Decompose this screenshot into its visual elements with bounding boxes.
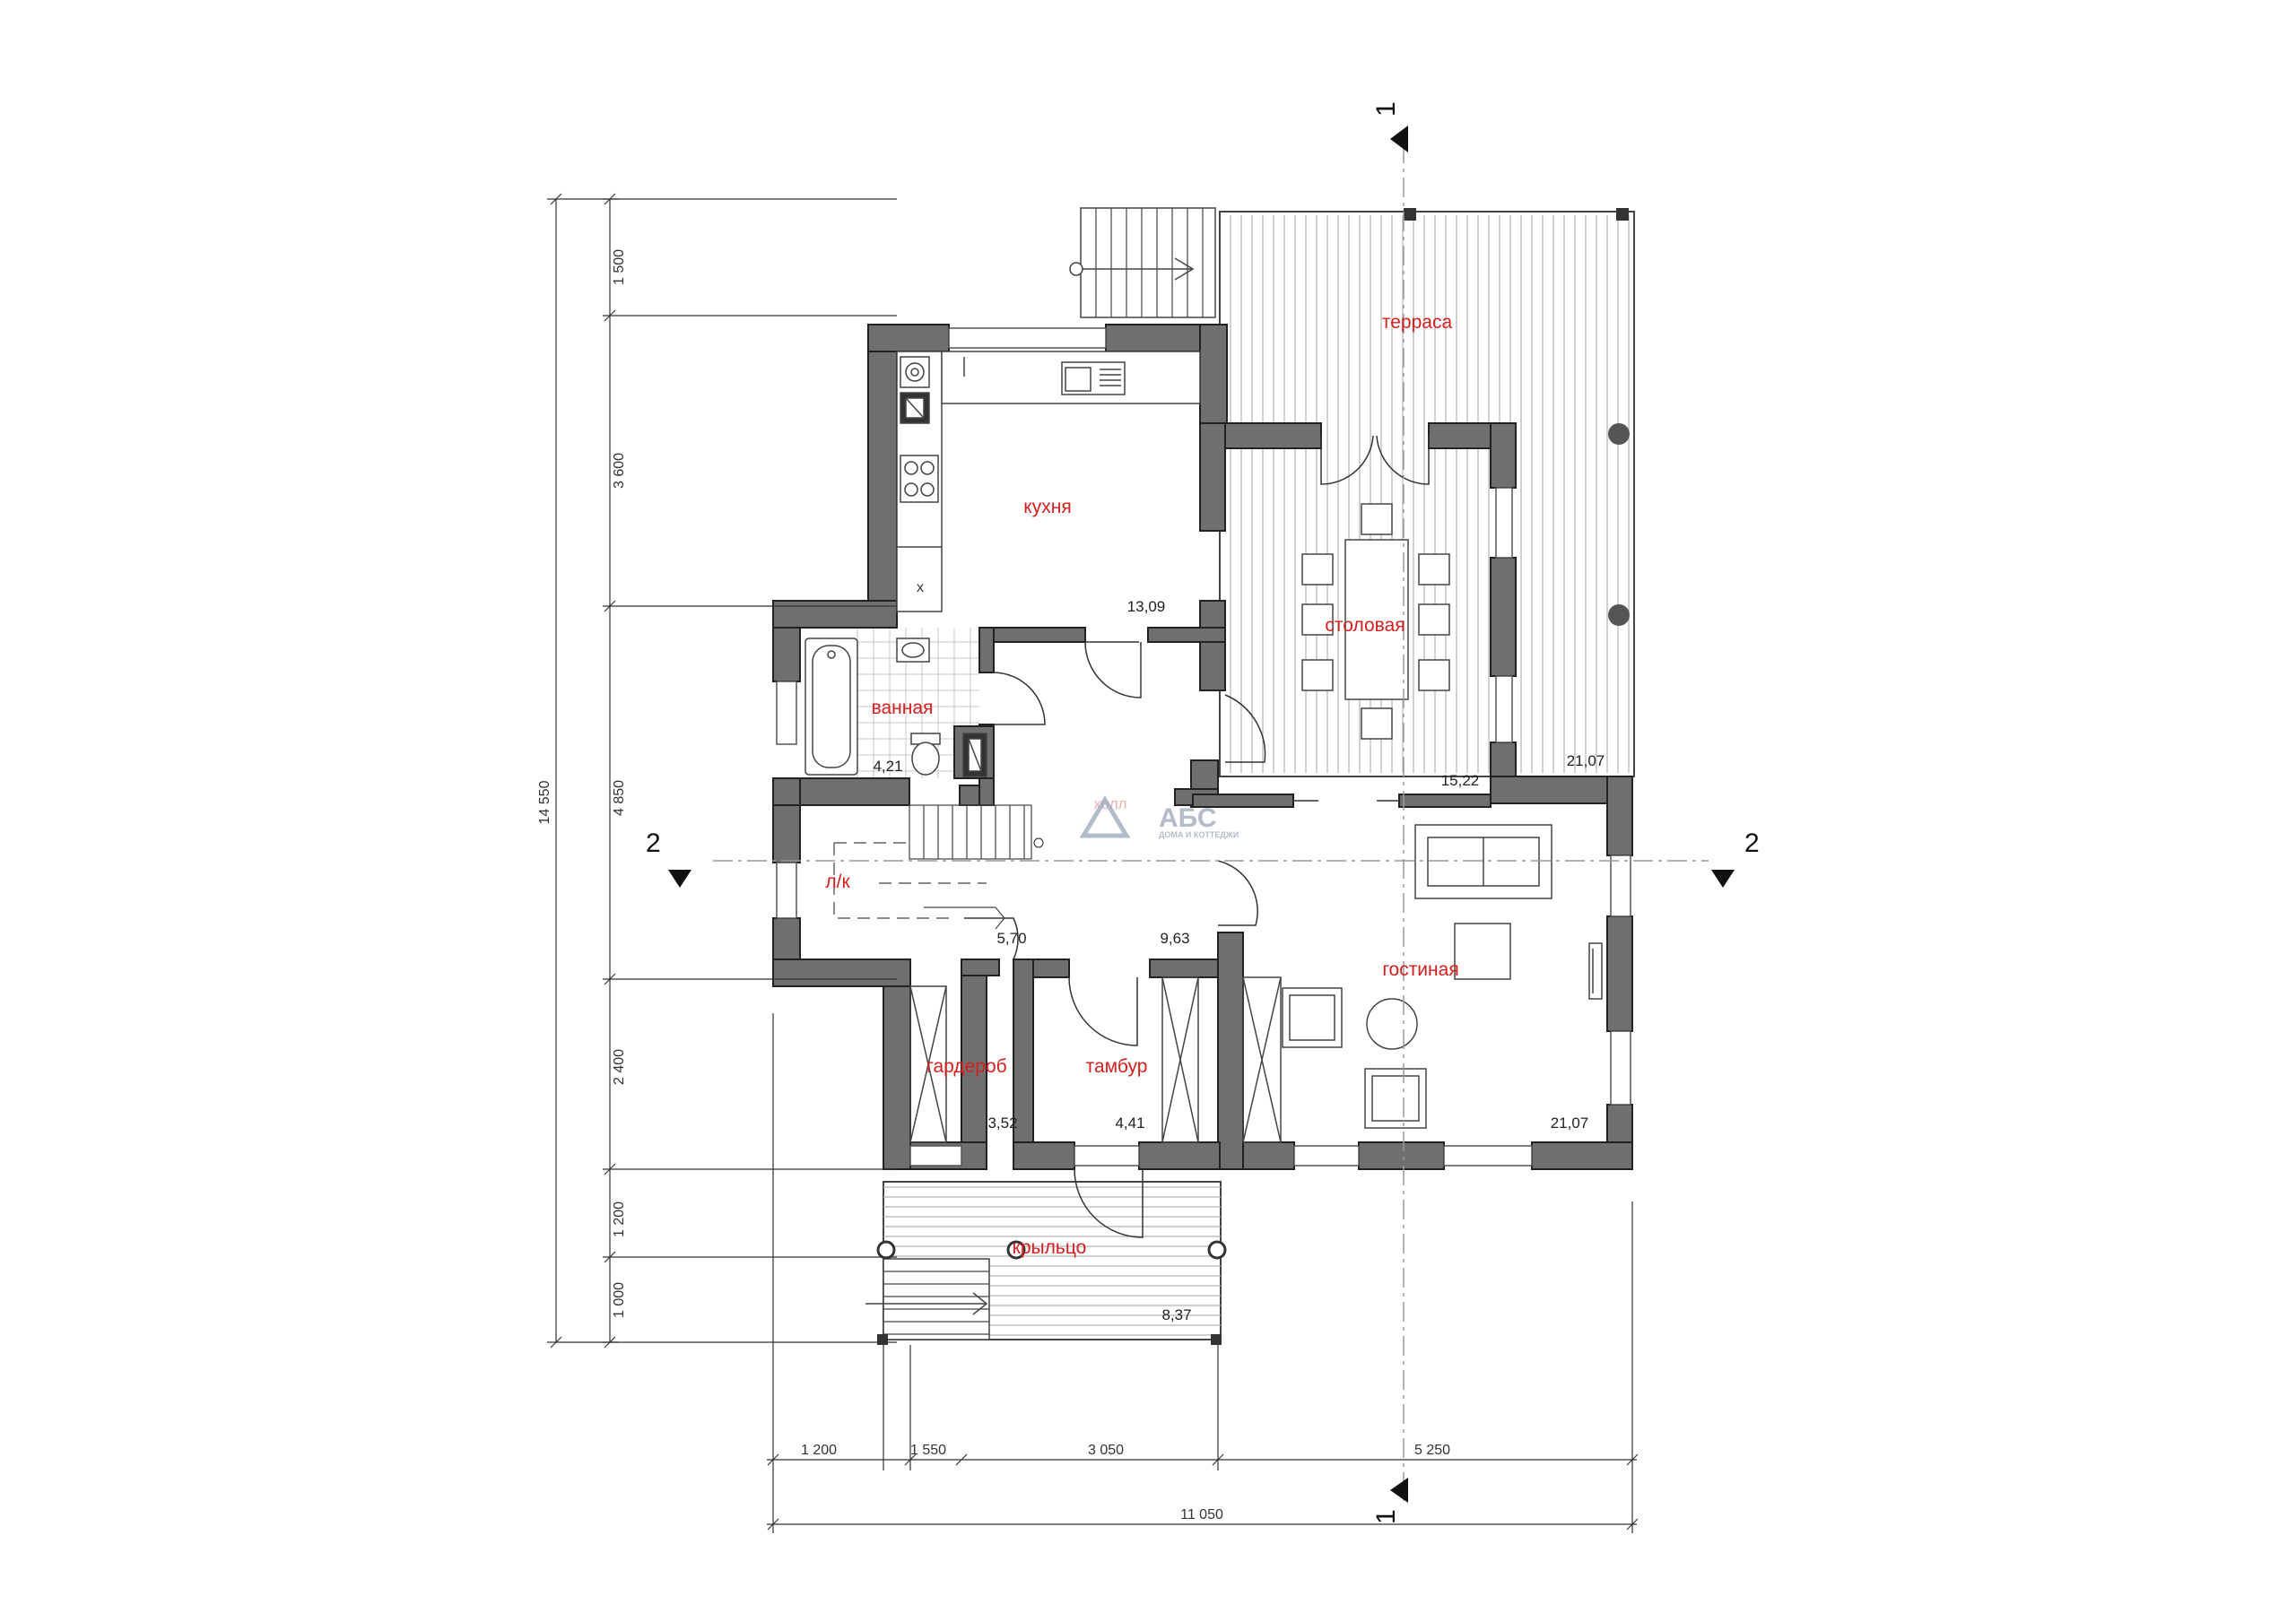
logo-triangle-icon [1079,795,1131,838]
room-label-vestibule: тамбур [1086,1056,1148,1077]
bathroom-fixtures [804,638,987,777]
kitchen-furniture: x [896,351,1201,612]
section-arrow-icon [668,870,691,888]
area-vestibule: 4,41 [1115,1115,1144,1132]
dining-chair [1418,659,1450,691]
section-label-right: 2 [1744,828,1760,858]
dim-bottom-2: 1 550 [910,1443,946,1458]
room-label-wardrobe: гардероб [926,1056,1006,1077]
dim-left-3: 4 850 [612,780,627,816]
coffee-table [1454,923,1511,980]
toilet [911,742,940,776]
section-label-left: 2 [646,828,661,858]
dining-chair [1418,603,1450,636]
section-markers: 1 1 2 2 [646,101,1760,1524]
logo-brand: АБС [1159,803,1217,833]
dim-bottom-4: 5 250 [1414,1443,1450,1458]
room-label-porch: крыльцо [1013,1237,1087,1258]
dim-left-total: 14 550 [537,780,552,824]
section-arrow-icon [1711,870,1735,888]
area-wardrobe: 3,52 [987,1115,1017,1132]
tv [1588,942,1603,1000]
terrace-stairs [1069,207,1216,318]
dim-left-1: 1 500 [612,249,627,285]
svg-text:x: x [917,580,924,595]
dim-bottom-3: 3 050 [1088,1443,1124,1458]
room-label-dining: столовая [1325,615,1405,636]
dining-chair [1361,503,1393,535]
porch-deck [865,1181,1227,1345]
dining-chair [1361,707,1393,740]
room-label-living: гостиная [1382,959,1458,980]
area-stair: 5,70 [996,930,1026,947]
room-label-bathroom: ванная [872,698,934,718]
terrace-deck [1197,208,1635,777]
dimension-lines [547,193,1639,1533]
room-label-terrace: терраса [1382,312,1453,333]
area-kitchen: 13,09 [1127,598,1166,615]
living-furniture [1282,824,1603,1129]
area-bathroom: 4,21 [873,758,902,775]
stairs [833,804,1044,930]
doors [964,435,1430,1238]
room-label-stair: л/к [825,872,850,892]
windows [776,327,1631,1167]
room-labels: терраса кухня столовая ванная л/к гостин… [825,312,1458,1258]
area-terrace: 21,07 [1567,752,1605,769]
logo-tagline: ДОМА И КОТТЕДЖИ [1159,830,1239,839]
axis-lines [713,143,1709,1506]
dim-left-5: 1 200 [612,1201,627,1237]
dim-left-6: 1 000 [612,1282,627,1318]
room-label-kitchen: кухня [1023,497,1071,517]
logo-watermark: АБС ДОМА И КОТТЕДЖИ [1079,795,1239,839]
area-living: 21,07 [1551,1115,1589,1132]
dim-bottom-total: 11 050 [1180,1507,1223,1522]
area-labels: 13,09 15,22 21,07 4,21 5,70 9,63 3,52 4,… [873,598,1605,1323]
section-label-top: 1 [1371,101,1401,117]
dim-bottom-1: 1 200 [801,1443,837,1458]
wardrobe-fixtures [909,976,1282,1143]
round-table [1366,998,1418,1050]
dining-chair [1301,659,1334,691]
dining-furniture [1301,503,1450,740]
area-dining: 15,22 [1441,772,1480,789]
dimension-labels: 14 550 1 500 3 600 4 850 2 400 1 200 1 0… [537,249,1450,1522]
dining-chair [1418,553,1450,585]
terrace-post [1608,423,1630,445]
section-label-bottom: 1 [1371,1509,1401,1524]
dim-left-2: 3 600 [612,453,627,489]
area-porch: 8,37 [1161,1306,1191,1323]
dining-chair [1301,603,1334,636]
dim-left-4: 2 400 [612,1049,627,1085]
dining-chair [1301,553,1334,585]
section-arrow-icon [1390,126,1408,152]
terrace-post [1608,604,1630,626]
dining-table [1344,539,1409,700]
area-hall: 9,63 [1160,930,1189,947]
section-arrow-icon [1390,1478,1408,1503]
